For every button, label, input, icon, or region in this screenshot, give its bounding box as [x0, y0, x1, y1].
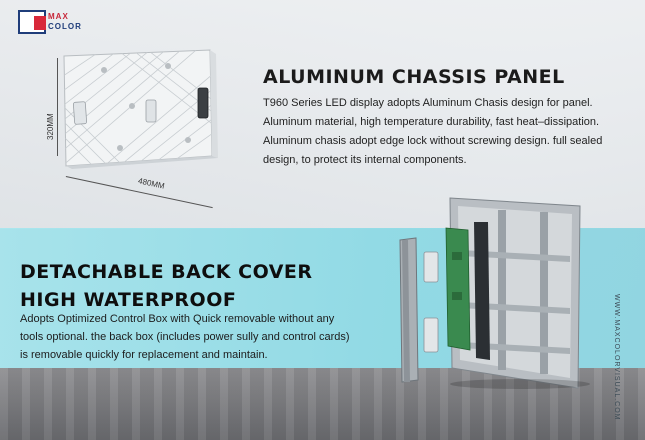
detachable-cover-description: Adopts Optimized Control Box with Quick … — [20, 310, 380, 364]
aluminum-panel-figure: 320MM 480MM — [40, 48, 240, 209]
description-line: Aluminum material, high temperature dura… — [263, 116, 600, 128]
title-line-1: DETACHABLE BACK COVER — [20, 261, 313, 283]
website-url: WWW.MAXCOLORVISUAL.COM — [613, 294, 620, 421]
logo-mark-icon — [18, 10, 46, 34]
description-line: tools optional. the back box (includes p… — [20, 331, 350, 343]
aluminum-chassis-title: ALUMINUM CHASSIS PANEL — [263, 66, 565, 88]
panel-height-label: 320MM — [46, 113, 55, 140]
height-dimension-line — [57, 58, 58, 156]
description-line: T960 Series LED display adopts Aluminum … — [263, 97, 593, 109]
logo-word-top: MAX — [48, 12, 69, 21]
detachable-cover-title: DETACHABLE BACK COVER HIGH WATERPROOF — [20, 258, 313, 314]
panel-illustration — [63, 49, 218, 169]
brand-logo: MAX COLOR — [18, 10, 81, 38]
description-line: design, to protect its internal componen… — [263, 154, 467, 166]
aluminum-chassis-description: T960 Series LED display adopts Aluminum … — [263, 94, 623, 170]
logo-word-bottom: COLOR — [48, 22, 82, 31]
description-line: Aluminum chasis adopt edge lock without … — [263, 135, 603, 147]
description-line: is removable quickly for replacement and… — [20, 349, 268, 361]
exploded-cabinet-illustration — [399, 197, 590, 389]
title-line-2: HIGH WATERPROOF — [20, 289, 237, 311]
description-line: Adopts Optimized Control Box with Quick … — [20, 313, 335, 325]
